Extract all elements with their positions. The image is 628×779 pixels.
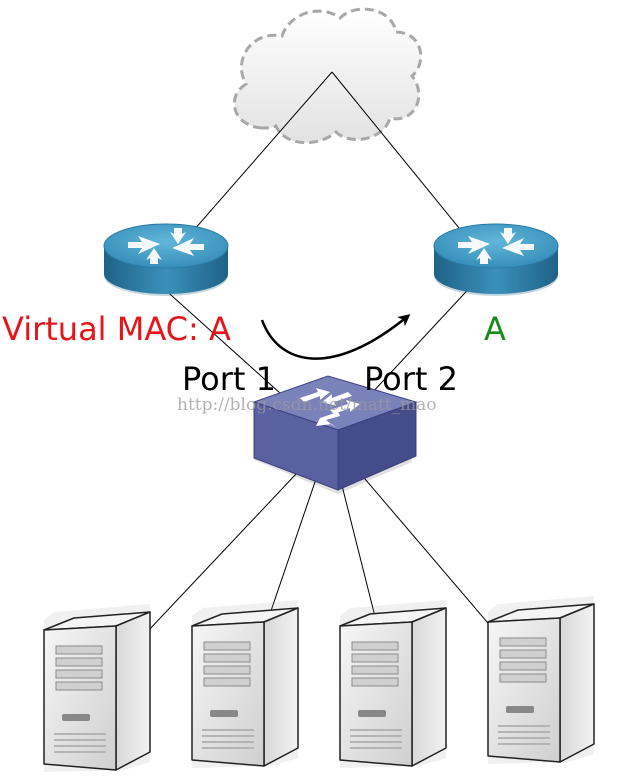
server-3-icon — [339, 599, 447, 769]
connection-lines — [97, 71, 541, 685]
server-2-icon — [191, 599, 299, 769]
port-2-label: Port 2 — [364, 360, 458, 398]
server-1-icon — [43, 603, 151, 773]
server-4-icon — [487, 595, 595, 765]
router-left-label: Virtual MAC: A — [2, 310, 231, 348]
switch-icon — [252, 375, 418, 494]
cloud-icon — [232, 7, 423, 145]
port-1-label: Port 1 — [182, 360, 276, 398]
watermark-text: http://blog.csdn.net/matt_mao — [177, 395, 436, 415]
router-left-icon — [103, 223, 229, 297]
arrow-icon — [260, 314, 411, 360]
router-right-label: A — [484, 310, 506, 348]
router-right-icon — [433, 223, 559, 297]
